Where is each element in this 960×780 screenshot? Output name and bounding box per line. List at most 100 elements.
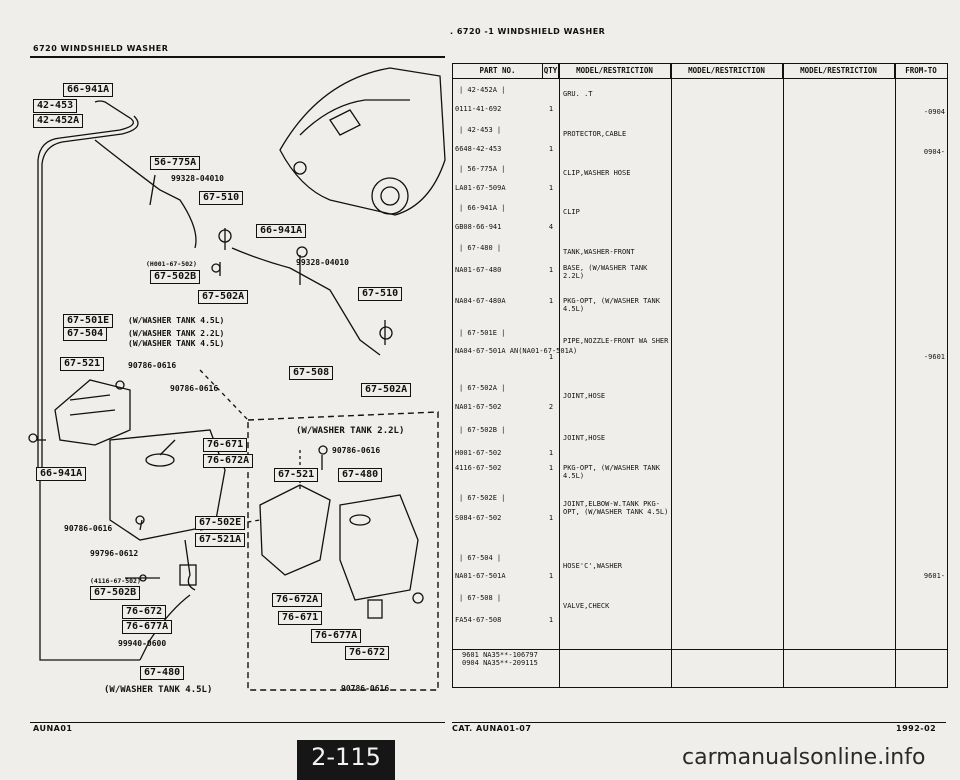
part-desc: CLIP xyxy=(563,208,580,216)
diagram-note: (H001-67-502) xyxy=(146,260,197,268)
bottom-rule-right xyxy=(452,722,946,723)
top-right-header: . 6720 -1 WINDSHIELD WASHER xyxy=(450,27,606,36)
part-desc: JOINT,HOSE xyxy=(563,392,606,400)
part-label: 67-510 xyxy=(358,287,403,301)
part-label: 67-521 xyxy=(274,468,319,482)
page-number: 2-115 xyxy=(297,740,395,780)
part-number: 0111-41-692 xyxy=(455,105,502,113)
bottom-catalog: CAT. AUNA01-07 xyxy=(452,724,532,733)
part-box: | 67-504 | xyxy=(459,554,502,562)
part-label: 66-941A xyxy=(63,83,114,97)
part-label: 67-510 xyxy=(199,191,244,205)
diagram-note: 99328-04010 xyxy=(296,258,349,267)
part-box: | 67-508 | xyxy=(459,594,502,602)
bottom-rule-left xyxy=(30,722,445,723)
part-number: H001-67-502 xyxy=(455,449,502,457)
col-header: MODEL/RESTRICTION xyxy=(783,64,895,78)
diagram-note: 99940-0600 xyxy=(118,639,167,648)
part-desc: VALVE,CHECK xyxy=(563,602,610,610)
col-header: PART NO. xyxy=(453,64,543,78)
col-divider xyxy=(895,64,896,687)
diagram-note: (W/WASHER TANK 4.5L) xyxy=(128,316,225,325)
part-desc: BASE, (W/WASHER TANK 2.2L) xyxy=(563,264,648,280)
diagram-note: (W/WASHER TANK 4.5L) xyxy=(104,685,213,695)
col-divider xyxy=(783,64,784,687)
part-box: | 56-775A | xyxy=(459,165,506,173)
col-header: QTY xyxy=(543,64,559,78)
part-from-to: -9601 xyxy=(923,353,945,361)
part-desc: HOSE'C',WASHER xyxy=(563,562,623,570)
part-desc: PKG-OPT, (W/WASHER TANK 4.5L) xyxy=(563,297,660,313)
diagram-note: (4116-67-502) xyxy=(90,577,141,585)
part-desc: GRU. .T xyxy=(563,90,593,98)
part-label: 66-941A xyxy=(256,224,307,238)
part-qty: 1 xyxy=(548,184,554,192)
diagram-note: 90786-0616 xyxy=(170,384,219,393)
part-desc: PKG-OPT, (W/WASHER TANK 4.5L) xyxy=(563,464,660,480)
diagram-note: 90786-0616 xyxy=(341,684,390,693)
part-label: 67-502E xyxy=(195,516,246,530)
part-label: 76-672A xyxy=(272,593,323,607)
col-divider xyxy=(671,64,672,687)
table-footnotes: 9601 NA35**-106797 0904 NA35**-209115 xyxy=(452,651,662,667)
diagram-note: 90786-0616 xyxy=(332,446,381,455)
exploded-diagram xyxy=(28,67,446,691)
part-qty: 1 xyxy=(548,464,554,472)
part-from-to: -0904 xyxy=(923,108,945,116)
header-rule xyxy=(30,56,445,58)
bottom-year: 1992-02 xyxy=(896,724,937,733)
part-box: | 67-502B | xyxy=(459,426,506,434)
part-label: 42-453 xyxy=(33,99,78,113)
footnote: 9601 NA35**-106797 xyxy=(462,651,538,659)
part-qty: 2 xyxy=(548,403,554,411)
part-desc: TANK,WASHER-FRONT xyxy=(563,248,635,256)
part-box: | 42-452A | xyxy=(459,86,506,94)
part-qty: 1 xyxy=(548,297,554,305)
part-number: NA01-67-501A xyxy=(455,572,506,580)
part-number: LA01-67-509A xyxy=(455,184,506,192)
part-number: 4116-67-502 xyxy=(455,464,502,472)
part-number: S084-67-502 xyxy=(455,514,502,522)
part-number: FA54-67-508 xyxy=(455,616,502,624)
part-from-to: 9601- xyxy=(923,572,945,580)
part-qty: 1 xyxy=(548,514,554,522)
footer-divider xyxy=(453,649,947,650)
part-number: NA04-67-480A xyxy=(455,297,506,305)
diagram-note: (W/WASHER TANK 2.2L) xyxy=(296,426,405,436)
part-qty: 4 xyxy=(548,223,554,231)
diagram-note: 99796-0612 xyxy=(90,549,139,558)
part-box: | 67-480 | xyxy=(459,244,502,252)
part-label: 67-504 xyxy=(63,327,108,341)
part-qty: 1 xyxy=(548,616,554,624)
part-label: 67-502A xyxy=(198,290,249,304)
part-label: 42-452A xyxy=(33,114,84,128)
part-box: | 67-502E | xyxy=(459,494,506,502)
part-qty: 1 xyxy=(548,449,554,457)
part-label: 76-671 xyxy=(203,438,248,452)
part-number: NA01-67-480 xyxy=(455,266,502,274)
part-box: | 42-453 | xyxy=(459,126,502,134)
part-number: 6648-42-453 xyxy=(455,145,502,153)
diagram-note: (W/WASHER TANK 4.5L) xyxy=(128,339,225,348)
part-qty: 1 xyxy=(548,353,554,361)
part-label: 76-677A xyxy=(122,620,173,634)
part-qty: 1 xyxy=(548,105,554,113)
part-desc: CLIP,WASHER HOSE xyxy=(563,169,631,177)
part-label: 76-672 xyxy=(345,646,390,660)
part-label: 67-502B xyxy=(90,586,141,600)
part-label: 56-775A xyxy=(150,156,201,170)
part-number: NA01-67-502 xyxy=(455,403,502,411)
part-desc: JOINT,ELBOW-W.TANK PKG-OPT, (W/WASHER TA… xyxy=(563,500,669,516)
diagram-note: 90786-0616 xyxy=(64,524,113,533)
part-label: 67-480 xyxy=(140,666,185,680)
part-label: 76-677A xyxy=(311,629,362,643)
part-label: 67-502B xyxy=(150,270,201,284)
part-box: | 67-502A | xyxy=(459,384,506,392)
diagram-note: (W/WASHER TANK 2.2L) xyxy=(128,329,225,338)
watermark-text: carmanualsonline.info xyxy=(682,745,926,770)
part-label: 76-671 xyxy=(278,611,323,625)
part-label: 67-502A xyxy=(361,383,412,397)
col-header: MODEL/RESTRICTION xyxy=(671,64,783,78)
part-number: NA04-67-501A AN(NA01-67-501A) xyxy=(455,347,578,355)
part-label: 67-480 xyxy=(338,468,383,482)
